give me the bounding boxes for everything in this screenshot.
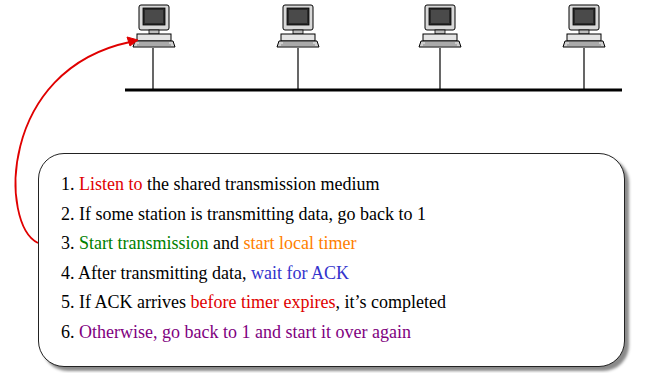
procedure-box: 1. Listen to the shared transmission med…	[38, 153, 625, 367]
text-run: wait for ACK	[251, 263, 349, 283]
text-run: and	[209, 233, 244, 253]
computer-icon	[419, 5, 461, 47]
text-run: before timer expires	[190, 292, 335, 312]
step-text: 3. Start transmission and start local ti…	[61, 229, 604, 259]
text-run: 3.	[61, 233, 79, 253]
arrow-head	[127, 37, 138, 46]
drop-wire	[152, 48, 153, 90]
drop-wire	[583, 48, 584, 90]
text-run: Listen to	[79, 174, 143, 194]
text-run: start local timer	[244, 233, 357, 253]
text-run: Otherwise, go back to 1 and start it ove…	[79, 322, 411, 342]
computer-icon	[277, 5, 319, 47]
text-run: 6.	[61, 322, 79, 342]
text-run: 1.	[61, 174, 79, 194]
drop-wire	[297, 48, 298, 90]
text-run: 5. If ACK arrives	[61, 292, 190, 312]
text-run: , it’s completed	[335, 292, 445, 312]
step-text: 5. If ACK arrives before timer expires, …	[61, 288, 604, 318]
step-text: 6. Otherwise, go back to 1 and start it …	[61, 318, 604, 348]
computer-icon	[563, 5, 605, 47]
text-run: the shared transmission medium	[143, 174, 380, 194]
step-text: 4. After transmitting data, wait for ACK	[61, 259, 604, 289]
text-run: 2. If some station is transmitting data,…	[61, 204, 426, 224]
text-run: Start transmission	[79, 233, 209, 253]
step-text: 1. Listen to the shared transmission med…	[61, 170, 604, 200]
step-text: 2. If some station is transmitting data,…	[61, 200, 604, 230]
drop-wire	[439, 48, 440, 90]
bus-line	[125, 89, 622, 92]
computer-icon	[133, 5, 175, 47]
text-run: 4. After transmitting data,	[61, 263, 251, 283]
